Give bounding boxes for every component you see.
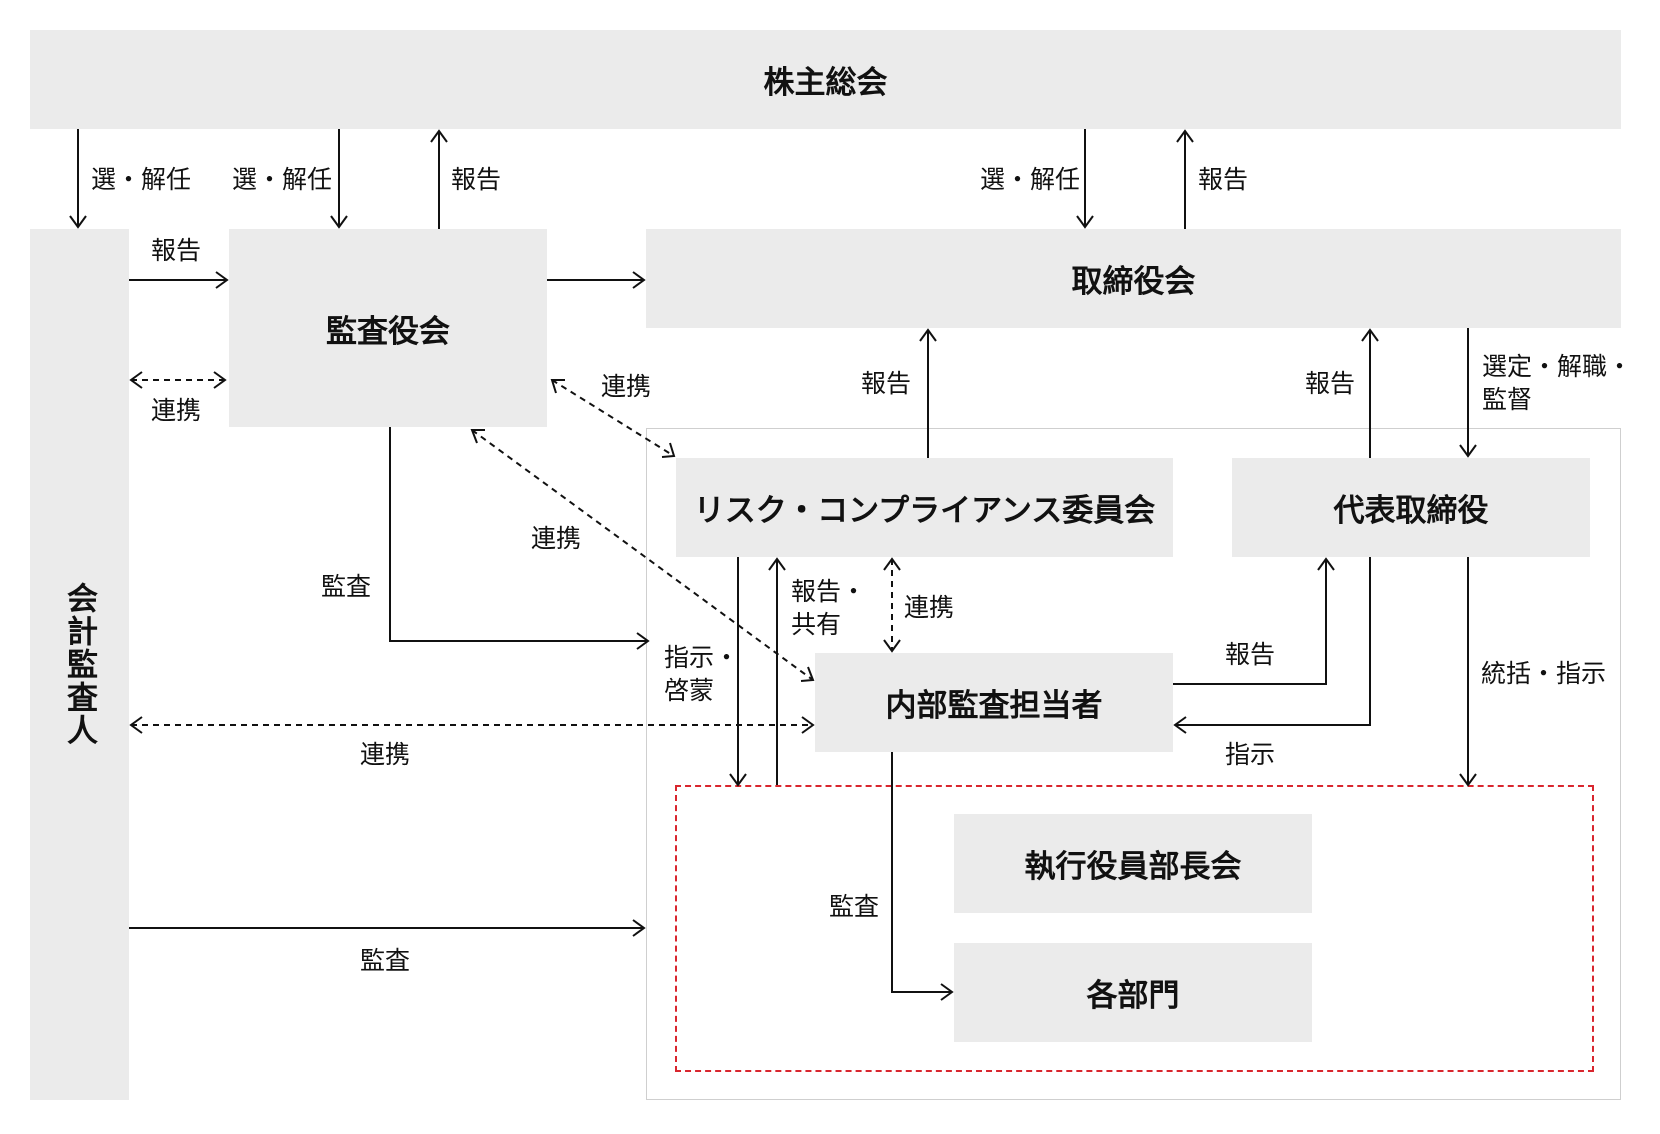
arrow-rep-instruct-internal [1175,557,1371,726]
label-report-share-line2: 共有 [791,610,842,639]
label-select-dismiss-supervise: 選定・解職・ 監督 [1482,350,1632,416]
label-instruct: 指示 [1225,740,1276,769]
label-report-1: 報告 [451,165,502,194]
board-of-directors-box: 取締役会 [646,229,1621,328]
internal-control-frame [646,428,1621,1100]
label-audit-2: 監査 [829,892,880,921]
representative-director-box: 代表取締役 [1232,458,1590,557]
label-report-share-line1: 報告・ [791,577,867,606]
label-audit-3: 監査 [360,946,411,975]
executive-officers-meeting-box: 執行役員部長会 [954,814,1312,913]
label-cooperate-5: 連携 [360,740,411,769]
arrow-audit-risk-cooperation [551,379,675,457]
label-elect-dismiss-2: 選・解任 [232,165,333,194]
label-cooperate-1: 連携 [151,396,202,425]
label-instruct-line1: 指示・ [664,643,740,672]
label-report-2: 報告 [1198,165,1249,194]
label-audit-1: 監査 [321,572,372,601]
internal-auditor-box: 内部監査担当者 [815,653,1173,752]
label-cooperate-3: 連携 [531,524,582,553]
accounting-auditor-box: 会計監査人 [30,229,129,1100]
label-instruct-line2: 啓蒙 [664,676,715,705]
label-instruct-enlighten: 指示・ 啓蒙 [664,641,739,707]
arrow-internal-audit-departments [891,752,952,993]
execution-area-frame [675,785,1594,1072]
label-cooperate-4: 連携 [904,593,955,622]
label-select-line2: 監督 [1482,385,1533,414]
arrow-audit-internal-cooperation [471,429,814,681]
shareholders-meeting-box: 株主総会 [30,30,1621,129]
departments-box: 各部門 [954,943,1312,1042]
label-report-6: 報告 [1225,640,1276,669]
arrow-audit-board-audit [389,427,648,642]
label-report-3: 報告 [151,236,202,265]
audit-board-box: 監査役会 [229,229,547,427]
label-select-line1: 選定・解職・ [1482,352,1633,381]
label-elect-dismiss-1: 選・解任 [91,165,192,194]
risk-compliance-committee-box: リスク・コンプライアンス委員会 [676,458,1173,557]
label-report-share: 報告・ 共有 [791,575,866,641]
arrow-internal-report-to-rep [1173,559,1327,685]
label-report-5: 報告 [1305,369,1356,398]
label-elect-dismiss-3: 選・解任 [980,165,1081,194]
label-oversee-instruct: 統括・指示 [1481,659,1607,688]
label-cooperate-2: 連携 [601,372,652,401]
label-report-4: 報告 [861,369,912,398]
